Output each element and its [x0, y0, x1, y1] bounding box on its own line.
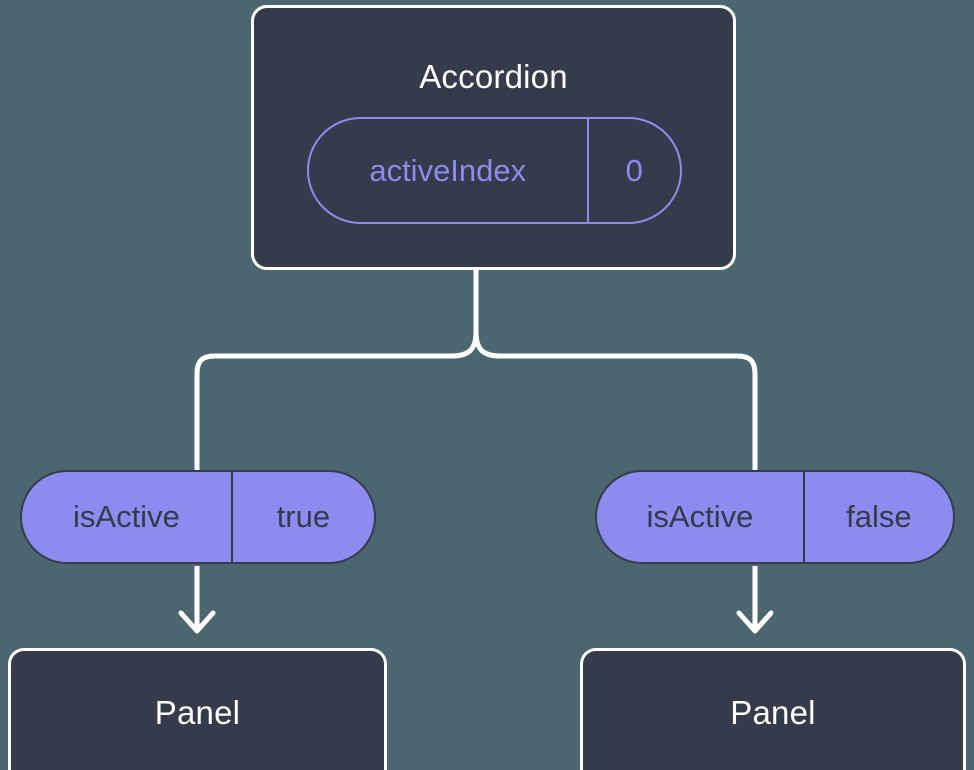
edge-split-left — [194, 329, 479, 473]
component-node-panel-right[interactable]: Panel — [580, 648, 966, 770]
component-label-panel-left: Panel — [154, 694, 241, 731]
prop-pill-value-right: false — [802, 472, 953, 562]
prop-pill-key-right: isActive — [646, 499, 754, 534]
prop-pill-is-active-false[interactable]: isActive false — [595, 470, 955, 564]
edge-split-right — [473, 329, 758, 473]
prop-pill-value-left: true — [230, 472, 374, 562]
state-pill-key: activeIndex — [369, 152, 527, 188]
prop-pill-is-active-true[interactable]: isActive true — [20, 470, 376, 564]
arrowhead-left — [178, 610, 216, 634]
prop-pill-key-left: isActive — [73, 499, 180, 534]
component-node-panel-left[interactable]: Panel — [8, 648, 387, 770]
arrowhead-right — [736, 610, 774, 634]
state-pill-value: 0 — [586, 119, 681, 222]
component-label-panel-right: Panel — [730, 694, 816, 731]
component-label-accordion: Accordion — [419, 58, 568, 95]
state-pill-active-index[interactable]: activeIndex 0 — [307, 117, 682, 224]
